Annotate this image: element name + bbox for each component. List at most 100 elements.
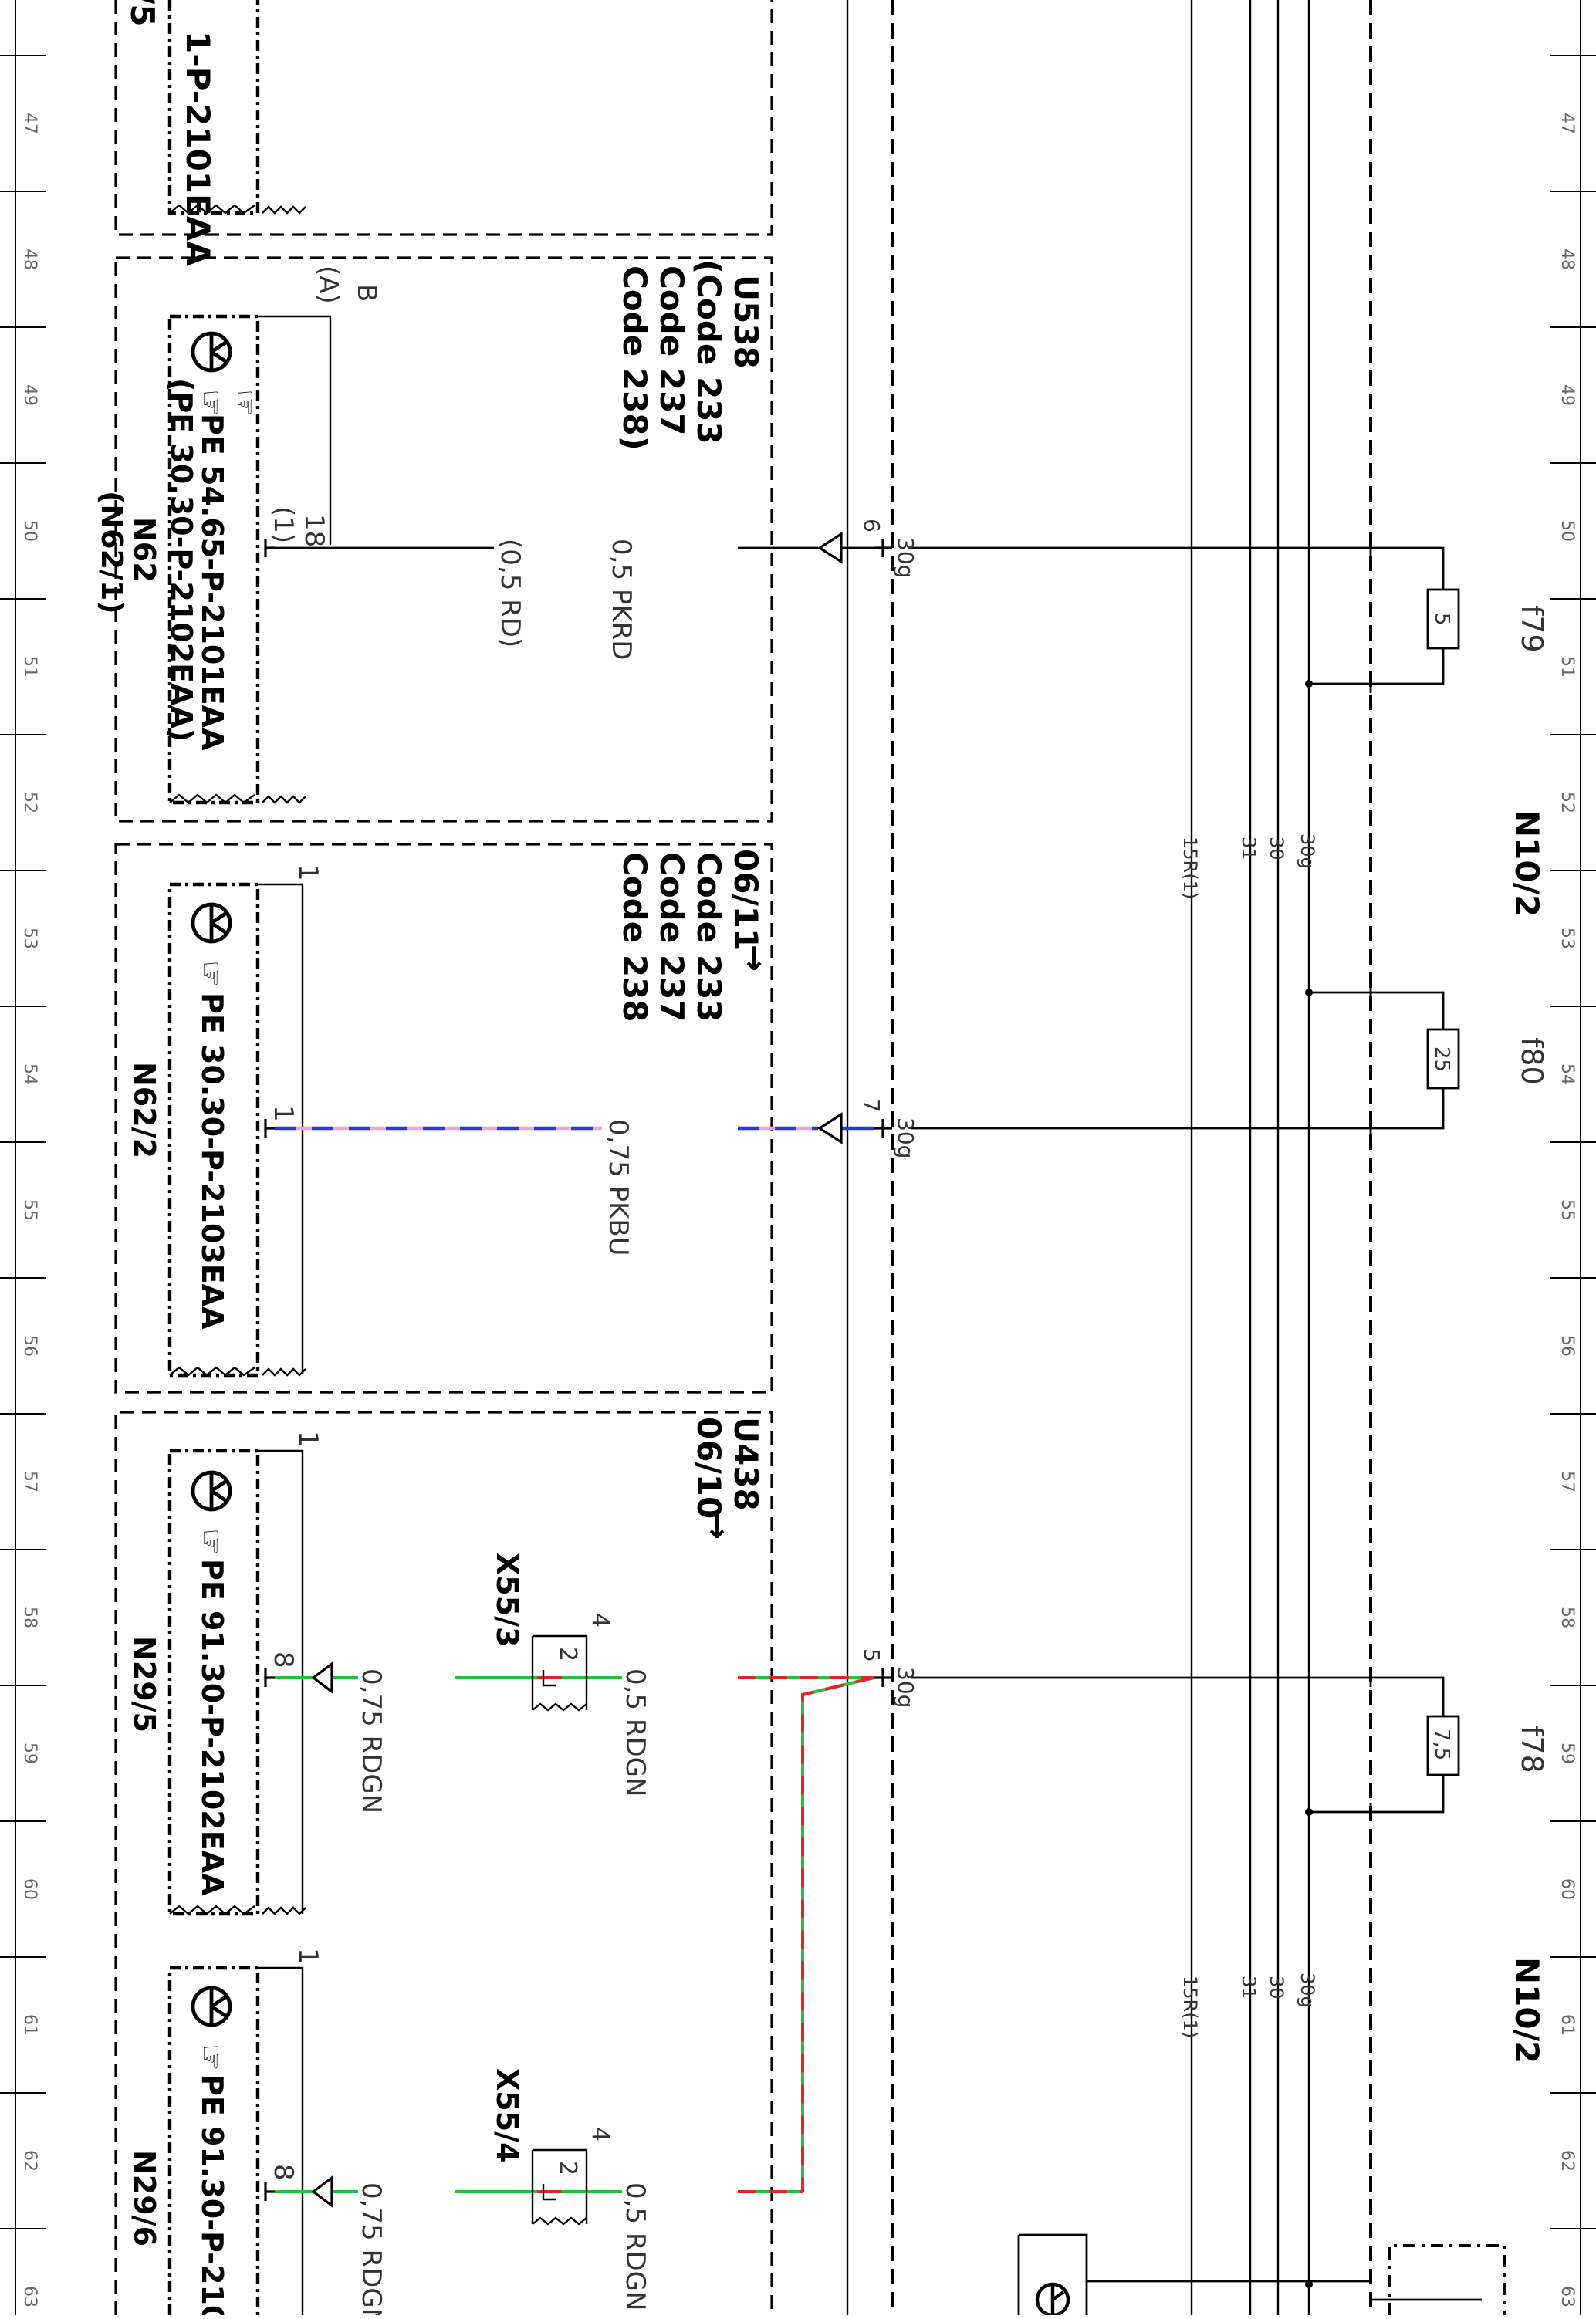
grid-number: 61 (20, 2014, 39, 2036)
wire-label: (0,5 RD) (495, 539, 526, 647)
sensor-icon (1035, 2282, 1070, 2317)
pin-label: 1 (292, 864, 323, 881)
grid-number: 62 (1557, 2150, 1577, 2172)
fuse-f80[interactable] (1309, 983, 1460, 1138)
pin-number: 5 (859, 1648, 884, 1662)
block-code: Code 233 (690, 852, 728, 1023)
bus-label: 30g (1297, 833, 1318, 869)
wire-label: 0,75 RDGN (356, 1668, 387, 1814)
grid-number: 61 (1557, 2014, 1577, 2036)
pe-ref: (PE 30.30-P-2102EAA) (164, 378, 198, 742)
pointer-hand-icon: ☞ (193, 960, 228, 988)
grid-number: 56 (1557, 1335, 1577, 1357)
component-ref: /5 (123, 0, 161, 27)
bottom-components (1017, 2233, 1506, 2319)
grid-number: 50 (1557, 520, 1577, 542)
grid-number: 56 (20, 1335, 39, 1357)
block-code: Code 238) (616, 265, 654, 451)
bus-label: 30 (1266, 837, 1287, 860)
bus-label: 30g (1297, 1973, 1318, 2008)
n29-6-labels: 1 8 PE 91.30-P-2102EAA N29/6 (127, 1948, 323, 2319)
grid-number: 55 (20, 1199, 39, 1221)
module-labels: N10/2 N10/2 (1508, 810, 1546, 2064)
pin-brackets (258, 315, 332, 2315)
bus-label: 15R(1) (1179, 837, 1201, 899)
wire-label: 0,5 RDGN (620, 2182, 651, 2311)
fuse-f78[interactable] (1309, 1668, 1460, 1821)
module-id: N10/2 (1508, 810, 1546, 917)
junction-dots (1305, 680, 1313, 2288)
fuse-rating: 25 (1430, 1046, 1453, 1072)
grid-number: 48 (20, 248, 39, 270)
block-code: Code 238 (616, 852, 654, 1023)
u538-pin-labels: B (A) 18 (1) (268, 265, 382, 547)
grid-number: 62 (20, 2150, 39, 2172)
pin-label: B (351, 284, 382, 302)
sensor-icon (191, 1986, 232, 2027)
structure-lines (846, 0, 1372, 2315)
pin-number: 18 (299, 514, 330, 547)
component-id: (N62/1) (95, 491, 129, 614)
harness-pins: 6 30g 7 30g 5 30g (859, 519, 918, 1708)
grid-number: 60 (1557, 1878, 1577, 1900)
part-number: 1-P-2101EAA (179, 31, 217, 266)
grid-number: 57 (20, 1471, 39, 1492)
grid-number: 57 (1557, 1471, 1577, 1492)
top-block-labels: 1-P-2101EAA /5 (123, 0, 217, 266)
plug-arrows (311, 532, 843, 2209)
bus-labels: 15R(1) 31 30 30g 15R(1) 31 30 30g (1179, 833, 1318, 2038)
component-boxes (167, 0, 260, 2315)
u438-labels: U438 06/10 → (690, 1417, 765, 1540)
component-id: N29/6 (127, 2150, 161, 2246)
wire-labels: (0,5 RD) 0,5 PKRD 0,75 PKBU 0,75 RDGN 0,… (356, 539, 651, 2319)
connector-id: X55/4 (490, 2068, 524, 2163)
fuse-id: f79 (1515, 605, 1549, 653)
b0611-pin-labels: 1 1 (268, 864, 323, 1122)
pin-label: (A) (313, 265, 343, 304)
grid-numbers-right: 47 48 49 50 51 52 53 54 55 56 57 58 59 6… (1557, 113, 1577, 2307)
sensor-icon (191, 1470, 232, 1512)
grid-number: 49 (1557, 384, 1577, 406)
tear-marks (169, 204, 306, 1915)
grid-number: 60 (20, 1878, 39, 1900)
pointer-hand-icon: ☞ (227, 389, 262, 417)
grid-numbers-left: 47 48 49 50 51 52 53 54 55 56 57 58 59 6… (20, 113, 39, 2307)
bus-label: 31 (1238, 1976, 1260, 2000)
fuse-f79[interactable] (1309, 539, 1460, 693)
grid-number: 52 (1557, 792, 1577, 813)
component-id: N62 (127, 517, 161, 583)
pin-number: 8 (268, 2164, 299, 2181)
bus-label: 30 (1266, 1976, 1287, 2000)
b0611-labels: 06/11 → Code 233 Code 237 Code 238 (616, 849, 774, 1023)
bus-label: 31 (1238, 837, 1260, 860)
connector-x55-4[interactable] (531, 2148, 588, 2226)
wire-rdgn-1[interactable] (275, 1676, 1371, 2192)
sensor-icon (191, 331, 232, 373)
block-arrow: → (736, 945, 774, 972)
sensor-symbols (191, 331, 232, 2027)
sensor-icon (191, 902, 232, 944)
block-title: 06/11 (727, 849, 765, 951)
wire-label: 0,75 PKBU (603, 1119, 634, 1256)
connector-x55-3[interactable] (531, 1634, 588, 1712)
pin-number: 7 (859, 1099, 884, 1113)
grid-number: 59 (20, 1743, 39, 1764)
fuse-rating: 5 (1430, 613, 1453, 626)
block-title: U538 (727, 275, 765, 369)
grid-number: 59 (1557, 1743, 1577, 1764)
pointer-icons: ☞ ☞ ☞ ☞ ☞ (193, 389, 262, 2071)
grid-number: 54 (20, 1063, 39, 1085)
terminal-label: 30g (893, 537, 918, 578)
u538-labels: U538 (Code 233 Code 237 Code 238) (616, 259, 765, 451)
grid-number: 48 (1557, 248, 1577, 270)
block-arrow: → (699, 1513, 737, 1540)
pin-terminals (264, 539, 892, 2201)
pointer-hand-icon: ☞ (193, 1528, 228, 1556)
terminal-label: 30g (893, 1117, 918, 1158)
pin-number: 8 (268, 1651, 299, 1668)
block-code: 06/10 (690, 1417, 728, 1519)
grid-number: 58 (20, 1607, 39, 1628)
grid-number: 63 (20, 2286, 39, 2307)
pin-number: 6 (859, 519, 884, 532)
